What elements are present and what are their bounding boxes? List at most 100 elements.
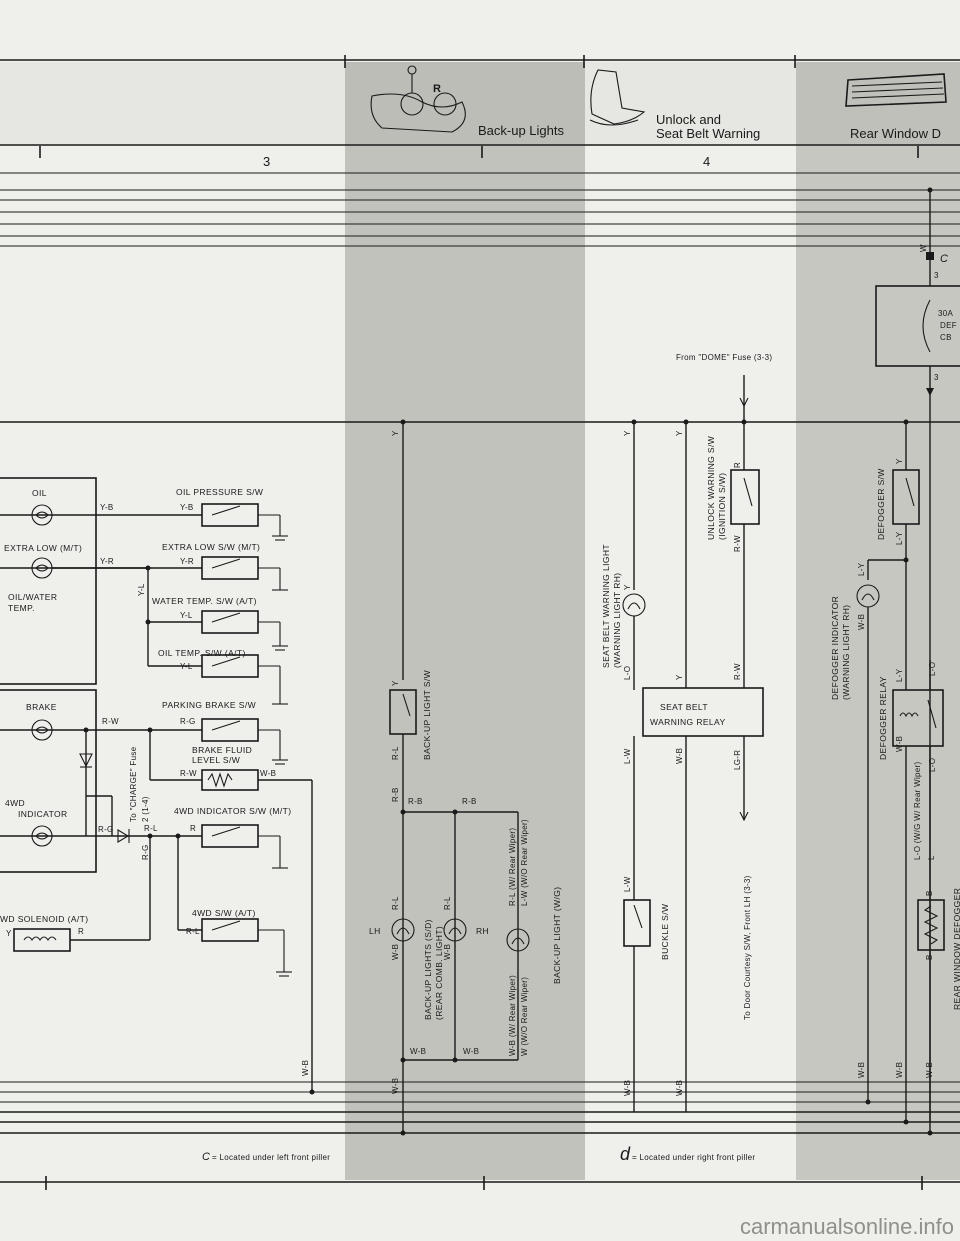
svg-text:L-O: L-O bbox=[623, 666, 632, 680]
svg-text:W-B: W-B bbox=[391, 944, 400, 960]
svg-text:L-Y: L-Y bbox=[857, 562, 866, 576]
svg-text:W-B: W-B bbox=[463, 1047, 479, 1056]
extra-low-switch-label: EXTRA LOW S/W (M/T) bbox=[162, 542, 260, 552]
defogger-lo-label-2: L bbox=[927, 855, 936, 860]
solenoid-label: WD SOLENOID (A/T) bbox=[0, 914, 89, 924]
svg-text:R-W: R-W bbox=[102, 717, 119, 726]
defogger-cb-label-2: DEF bbox=[940, 321, 957, 330]
svg-text:R: R bbox=[78, 927, 84, 936]
svg-text:L-Y: L-Y bbox=[895, 668, 904, 682]
svg-text:Y-L: Y-L bbox=[137, 583, 146, 596]
svg-text:B: B bbox=[925, 954, 934, 960]
svg-text:W-B: W-B bbox=[301, 1060, 310, 1076]
brake-fluid-label-2: LEVEL S/W bbox=[192, 755, 240, 765]
svg-text:L-W: L-W bbox=[623, 748, 632, 764]
charge-fuse-label-1: To "CHARGE" Fuse bbox=[129, 746, 138, 822]
defogger-indicator-label-2: (WARNING LIGHT RH) bbox=[841, 604, 851, 700]
svg-text:R-G: R-G bbox=[180, 717, 196, 726]
svg-text:Y: Y bbox=[623, 430, 632, 436]
backup-wb-wiper-label-1: W-B (W/ Rear Wiper) bbox=[508, 975, 517, 1056]
svg-text:LG-R: LG-R bbox=[733, 750, 742, 770]
seatbelt-relay-label-2: WARNING RELAY bbox=[650, 717, 726, 727]
svg-text:Y-R: Y-R bbox=[180, 557, 194, 566]
svg-text:R: R bbox=[733, 462, 742, 468]
svg-text:L-O: L-O bbox=[928, 662, 937, 676]
svg-text:R-L: R-L bbox=[391, 896, 400, 910]
defogger-indicator-label-1: DEFOGGER INDICATOR bbox=[830, 596, 840, 700]
meter-switches bbox=[13, 503, 292, 977]
svg-text:R-W: R-W bbox=[733, 663, 742, 680]
svg-text:R: R bbox=[190, 824, 196, 833]
backup-lights-label-2: (REAR COMB. LIGHT) bbox=[434, 926, 444, 1020]
defogger-section-shade bbox=[796, 62, 960, 1180]
sw-4wd-at-label: 4WD S/W (A/T) bbox=[192, 908, 256, 918]
oil-temp-switch-label: OIL TEMP. S/W (A/T) bbox=[158, 648, 246, 658]
oil-water-lamp-label-2: TEMP. bbox=[8, 603, 35, 613]
column-number-3: 3 bbox=[263, 154, 270, 169]
backup-lh-label: LH bbox=[369, 926, 381, 936]
svg-text:R-W: R-W bbox=[733, 535, 742, 552]
brake-fluid-label-1: BRAKE FLUID bbox=[192, 745, 252, 755]
svg-text:W-B: W-B bbox=[260, 769, 276, 778]
svg-text:Y-B: Y-B bbox=[100, 503, 114, 512]
door-courtesy-label: To Door Courtesy S/W, Front LH (3-3) bbox=[743, 875, 752, 1020]
charge-fuse-label-2: 2 (1-4) bbox=[141, 796, 150, 822]
from-dome-fuse-label: From "DOME" Fuse (3-3) bbox=[676, 353, 772, 362]
svg-text:Y: Y bbox=[391, 680, 400, 686]
indicator-4wd-label-1: 4WD bbox=[5, 798, 25, 808]
svg-text:Y-R: Y-R bbox=[100, 557, 114, 566]
oil-water-lamp-label-1: OIL/WATER bbox=[8, 592, 57, 602]
svg-text:W-B: W-B bbox=[443, 944, 452, 960]
seat-belt-icon bbox=[589, 69, 646, 126]
water-temp-switch-label: WATER TEMP. S/W (A/T) bbox=[152, 596, 257, 606]
svg-text:W-B: W-B bbox=[895, 1062, 904, 1078]
parking-brake-switch-label: PARKING BRAKE S/W bbox=[162, 700, 256, 710]
defogger-cb-num-bottom: 3 bbox=[934, 373, 939, 382]
svg-text:R-B: R-B bbox=[462, 797, 477, 806]
defogger-switch-label: DEFOGGER S/W bbox=[876, 468, 886, 540]
svg-text:W-B: W-B bbox=[410, 1047, 426, 1056]
svg-text:R-W: R-W bbox=[180, 769, 197, 778]
note-c-text: = Located under left front piller bbox=[212, 1153, 330, 1162]
backup-wb-wiper-label-2: W (W/O Rear Wiper) bbox=[520, 977, 529, 1056]
svg-text:W-B: W-B bbox=[675, 1080, 684, 1096]
svg-text:W-B: W-B bbox=[857, 614, 866, 630]
svg-text:R-G: R-G bbox=[98, 825, 114, 834]
svg-text:R-B: R-B bbox=[391, 787, 400, 802]
indicator-4wd-label-2: INDICATOR bbox=[18, 809, 68, 819]
backup-switch-label: BACK-UP LIGHT S/W bbox=[422, 670, 432, 760]
backup-light-wg-label: BACK-UP LIGHT (W/G) bbox=[552, 887, 562, 985]
defogger-wiring bbox=[856, 187, 960, 1136]
oil-lamp-label: OIL bbox=[32, 488, 47, 498]
meter-wiring bbox=[0, 514, 315, 1095]
backup-rl-wiper-label-2: L-W (W/O Rear Wiper) bbox=[520, 819, 529, 906]
svg-text:Y: Y bbox=[6, 929, 12, 938]
svg-text:Y: Y bbox=[675, 430, 684, 436]
svg-text:R-B: R-B bbox=[408, 797, 423, 806]
svg-text:W-B: W-B bbox=[623, 1080, 632, 1096]
svg-text:Y-B: Y-B bbox=[180, 503, 194, 512]
svg-text:W-B: W-B bbox=[895, 736, 904, 752]
svg-text:L-O: L-O bbox=[928, 758, 937, 772]
seatbelt-wiring bbox=[622, 375, 764, 1112]
backup-rl-wiper-label-1: R-L (W/ Rear Wiper) bbox=[508, 828, 517, 906]
svg-text:Y-L: Y-L bbox=[180, 662, 193, 671]
defogger-cb-label-3: CB bbox=[940, 333, 952, 342]
defogger-relay-label: DEFOGGER RELAY bbox=[878, 676, 888, 760]
ind-4wd-switch-label: 4WD INDICATOR S/W (M/T) bbox=[174, 806, 292, 816]
svg-text:W-B: W-B bbox=[675, 748, 684, 764]
svg-text:W-B: W-B bbox=[925, 1062, 934, 1078]
svg-text:L-Y: L-Y bbox=[895, 531, 904, 545]
rear-window-icon bbox=[845, 73, 947, 107]
defogger-lo-label-1: L-O (W/G W/ Rear Wiper) bbox=[913, 762, 922, 860]
column-number-4: 4 bbox=[703, 154, 710, 169]
note-c-mark: C bbox=[202, 1151, 210, 1163]
defogger-cb-connector: C bbox=[940, 253, 948, 265]
gear-shift-icon bbox=[370, 65, 466, 133]
backup-rh-label: RH bbox=[476, 926, 489, 936]
unlock-switch-label-2: (IGNITION S/W) bbox=[717, 473, 727, 540]
unlock-switch-label-1: UNLOCK WARNING S/W bbox=[706, 436, 716, 540]
section-unlock-line2: Seat Belt Warning bbox=[656, 126, 760, 141]
backup-lights-label-1: BACK-UP LIGHTS (S/D) bbox=[423, 919, 433, 1020]
svg-text:R-L: R-L bbox=[391, 746, 400, 760]
